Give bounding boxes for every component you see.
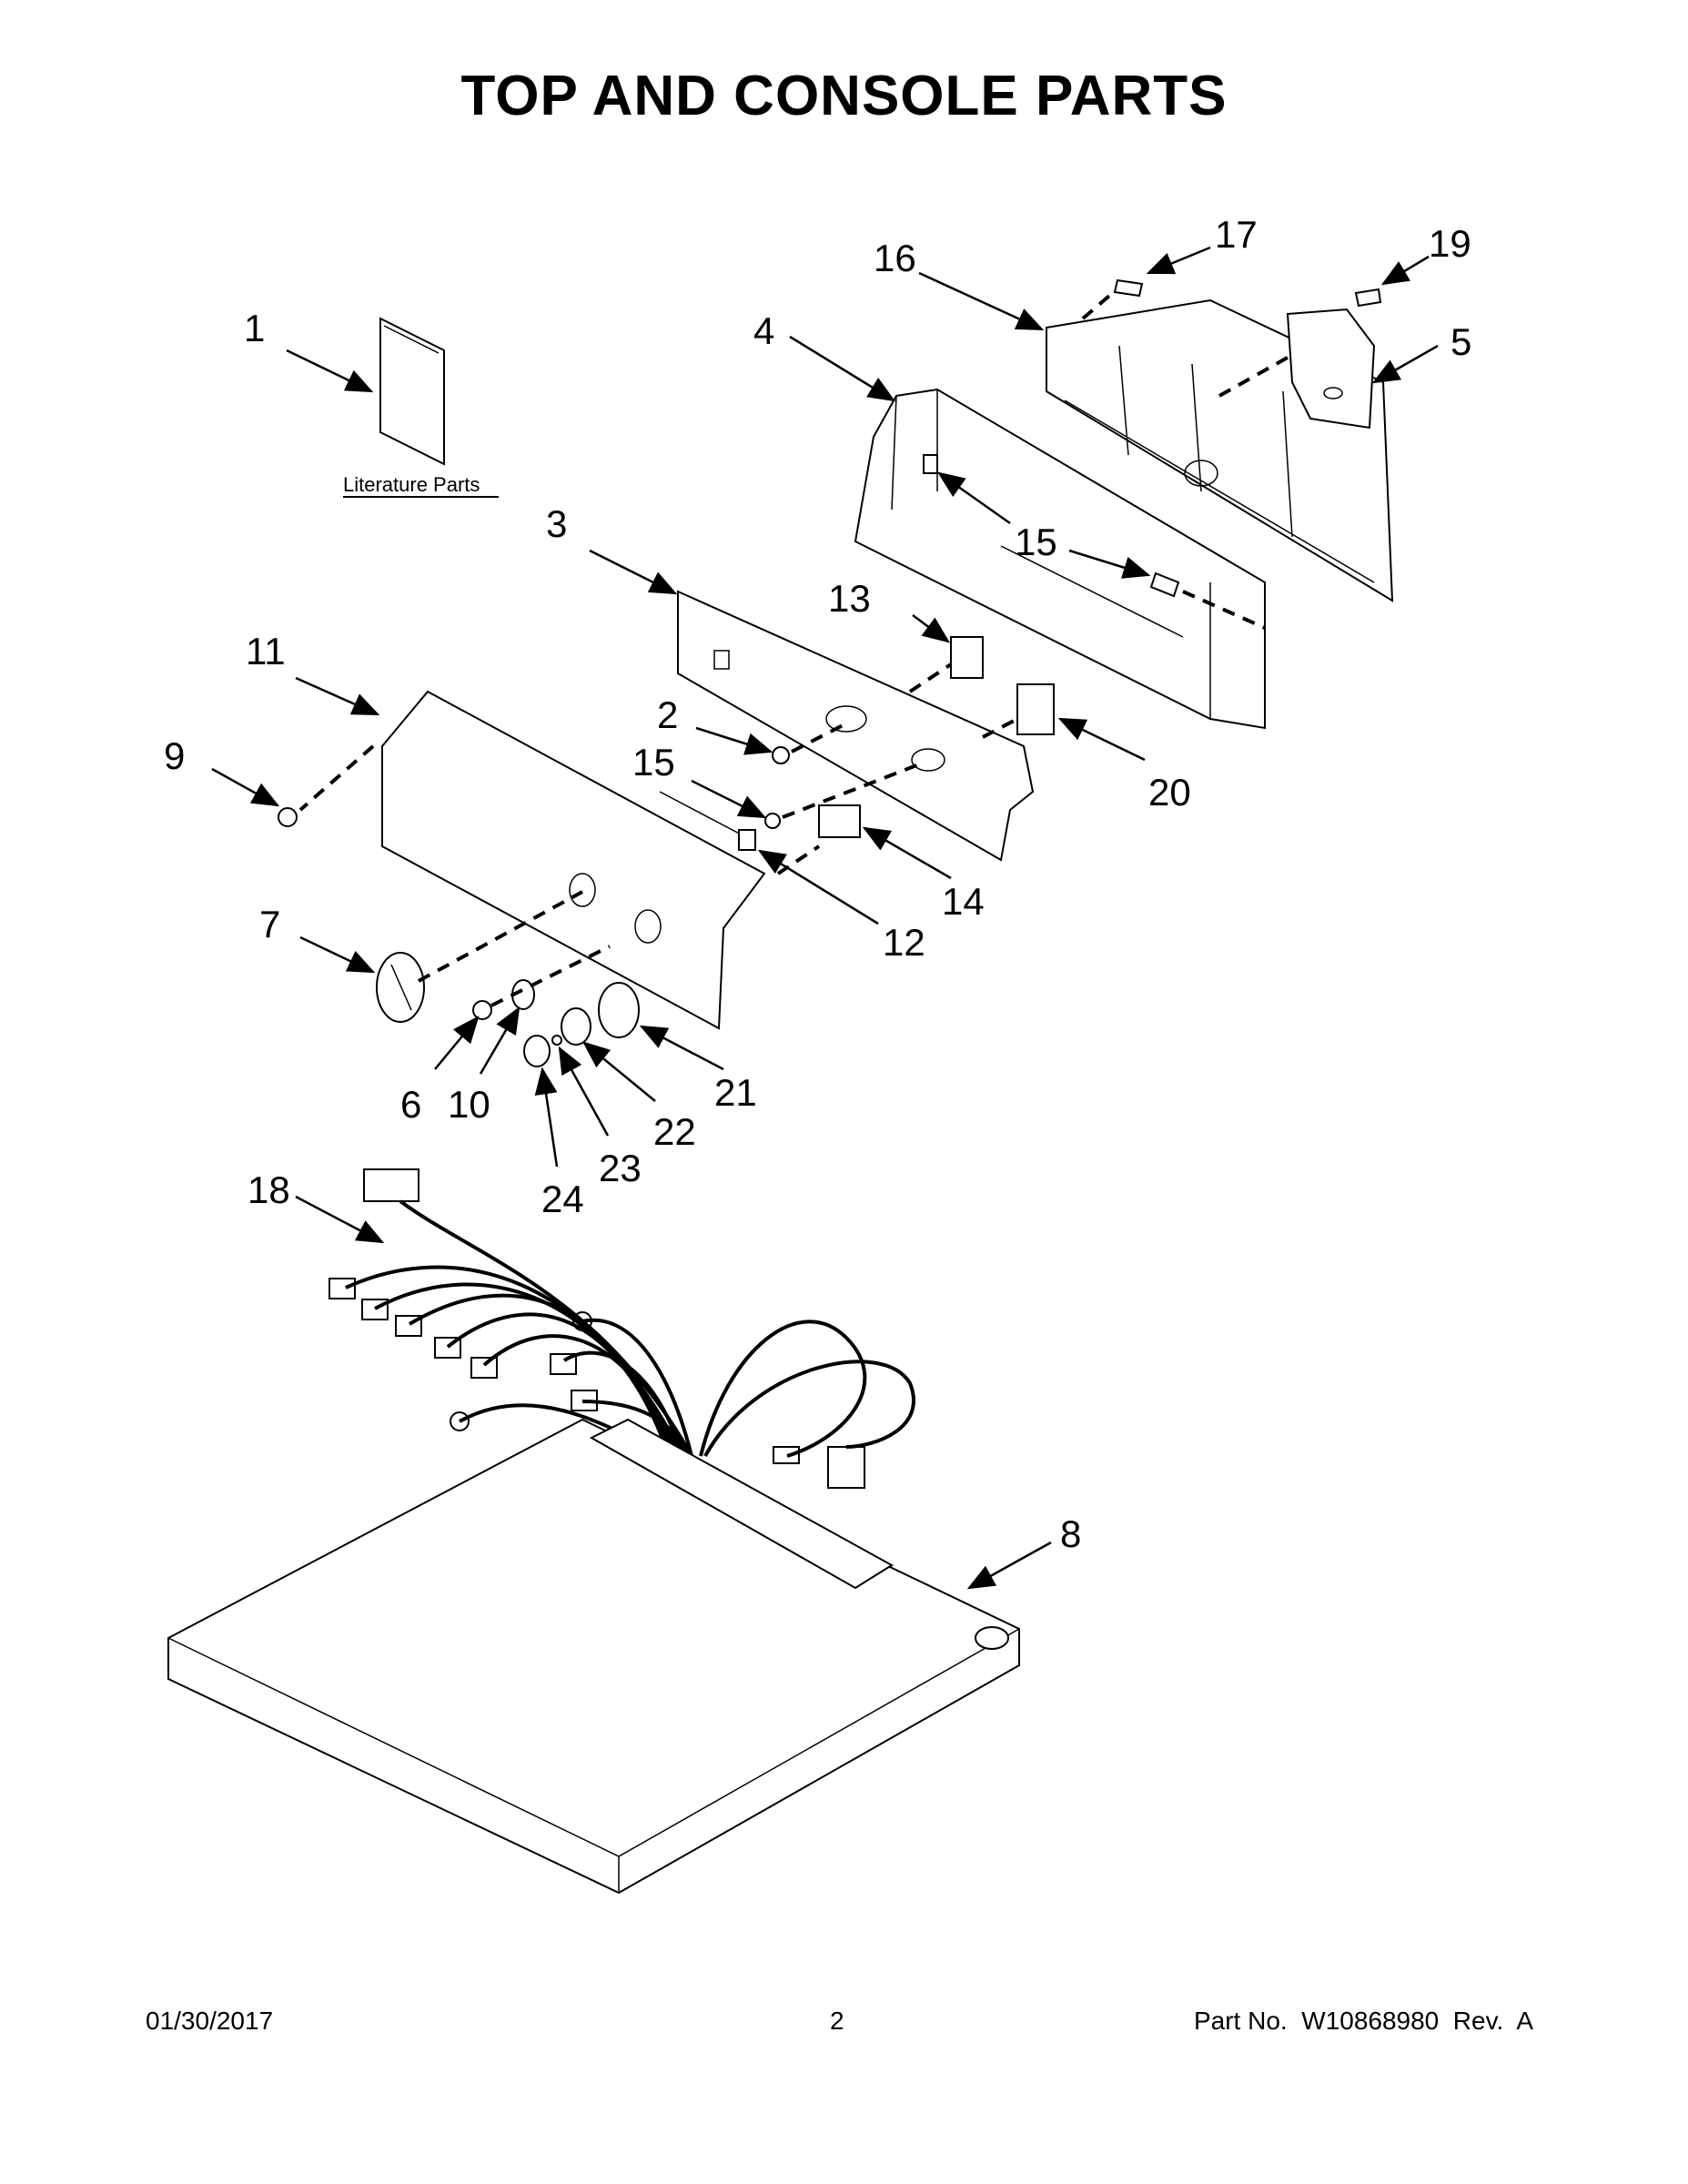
assembly-line xyxy=(1182,590,1266,630)
clip-part xyxy=(551,1035,562,1046)
leader-21 xyxy=(639,1025,724,1071)
assembly-line xyxy=(1081,289,1117,320)
leader-10 xyxy=(479,1006,521,1075)
leader-12 xyxy=(757,849,879,925)
callout-20: 20 xyxy=(1148,771,1191,814)
assembly-line xyxy=(490,945,611,1007)
leader-4 xyxy=(789,335,896,402)
control-panel-bracket-part xyxy=(677,590,1035,862)
leader-14 xyxy=(862,826,952,880)
screw-part xyxy=(923,454,938,474)
leader-1 xyxy=(286,349,374,393)
callout-16: 16 xyxy=(874,237,916,279)
page-title: TOP AND CONSOLE PARTS xyxy=(460,65,1228,127)
callout-24: 24 xyxy=(541,1178,584,1220)
leader-23 xyxy=(558,1046,610,1137)
callout-12: 12 xyxy=(883,921,925,964)
pushbutton-switch-part xyxy=(818,804,861,838)
leader-15c xyxy=(691,779,767,819)
callout-19: 19 xyxy=(1429,222,1471,265)
leader-9 xyxy=(211,767,280,807)
callout-8: 8 xyxy=(1060,1512,1081,1555)
callout-13: 13 xyxy=(828,577,871,620)
screw-part xyxy=(1149,571,1180,598)
callout-4: 4 xyxy=(753,309,774,352)
callout-6: 6 xyxy=(400,1083,421,1126)
leader-11 xyxy=(295,676,380,716)
callout-23: 23 xyxy=(599,1147,642,1189)
callout-21: 21 xyxy=(714,1071,757,1114)
timer-knob-part xyxy=(376,952,425,1023)
leader-24 xyxy=(534,1067,559,1168)
cover-plate-part xyxy=(1286,308,1376,430)
leader-19 xyxy=(1380,255,1430,286)
switch-part xyxy=(950,636,984,679)
callout-15a: 15 xyxy=(1015,521,1057,563)
knob-cap-part xyxy=(523,1035,551,1067)
knob-part xyxy=(561,1007,591,1046)
leader-15a xyxy=(936,471,1011,525)
assembly-line xyxy=(908,662,953,693)
callout-5: 5 xyxy=(1450,320,1471,363)
assembly-line xyxy=(1218,353,1293,398)
assembly-line xyxy=(782,763,920,819)
leader-16 xyxy=(918,271,1045,331)
leader-5 xyxy=(1371,344,1439,384)
assembly-line xyxy=(791,722,847,753)
footer-page-number: 2 xyxy=(830,2007,844,2035)
indicator-light-part xyxy=(472,1000,492,1020)
wire-lead-terminal xyxy=(738,829,756,851)
assembly-line xyxy=(298,744,375,812)
leader-7 xyxy=(299,935,376,974)
callout-22: 22 xyxy=(653,1110,696,1153)
knob-bezel-part xyxy=(598,982,640,1038)
callout-11: 11 xyxy=(246,630,286,672)
screw-part xyxy=(1113,278,1144,298)
callout-18: 18 xyxy=(248,1168,290,1211)
leader-3 xyxy=(589,549,678,595)
console-panel-part xyxy=(381,690,766,1030)
screw-part xyxy=(1354,288,1382,308)
callout-14: 14 xyxy=(942,880,985,923)
callout-2: 2 xyxy=(657,693,678,736)
leader-18 xyxy=(295,1195,385,1244)
leader-22 xyxy=(582,1041,656,1102)
footer-part-number: Part No. W10868980 Rev. A xyxy=(1193,2007,1533,2035)
screw-part xyxy=(278,807,298,827)
screw-part xyxy=(764,813,781,829)
leader-6 xyxy=(434,1016,480,1070)
assembly-line xyxy=(776,844,821,875)
wire-harness-part xyxy=(329,1168,915,1489)
leader-2 xyxy=(695,726,773,755)
callout-1: 1 xyxy=(244,307,265,349)
leader-13 xyxy=(912,613,951,643)
callout-3: 3 xyxy=(546,502,567,545)
button-part xyxy=(772,746,790,764)
callout-7: 7 xyxy=(259,903,280,945)
relay-part xyxy=(1016,683,1055,735)
dryer-top-part xyxy=(167,1418,1020,1895)
leader-20 xyxy=(1057,717,1146,762)
leader-8 xyxy=(966,1541,1052,1590)
assembly-line xyxy=(418,890,583,983)
callout-15c: 15 xyxy=(632,741,675,784)
wire-lead-part xyxy=(659,791,747,838)
footer-date: 01/30/2017 xyxy=(146,2007,274,2035)
literature-book-part xyxy=(379,317,445,466)
callout-9: 9 xyxy=(164,734,185,777)
literature-parts-label: Literature Parts xyxy=(343,473,480,496)
callout-17: 17 xyxy=(1215,213,1258,256)
assembly-line xyxy=(982,717,1018,739)
callout-10: 10 xyxy=(448,1083,490,1126)
leader-17 xyxy=(1146,246,1211,275)
leader-15b xyxy=(1068,549,1151,579)
